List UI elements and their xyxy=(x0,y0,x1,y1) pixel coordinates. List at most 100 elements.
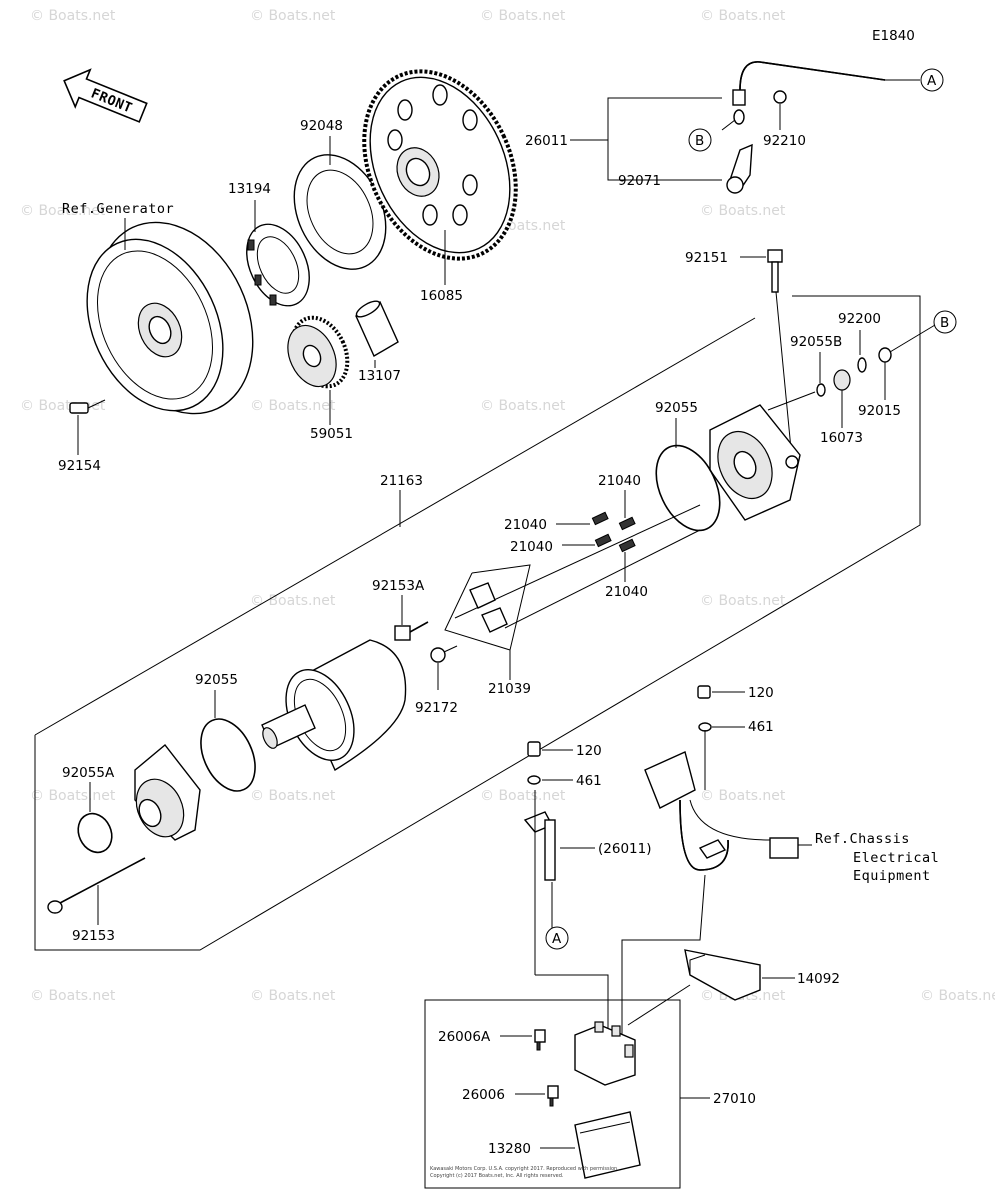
part-92071-label: 92071 xyxy=(618,173,661,189)
o-ring-92055a xyxy=(77,812,113,854)
starter-relay xyxy=(574,1021,636,1086)
watermark: © Boats.net xyxy=(30,788,116,804)
diagram-id: E1840 xyxy=(872,28,915,44)
screw-92153a xyxy=(394,621,429,641)
watermark: © Boats.net xyxy=(250,593,336,609)
o-ring-92055-top xyxy=(655,444,721,532)
part-92200-label: 92200 xyxy=(838,311,881,327)
part-26011-label: 26011 xyxy=(525,133,568,149)
nut-92015 xyxy=(878,347,892,363)
watermark: © Boats.net xyxy=(700,203,786,219)
starter-cable-lower xyxy=(523,811,556,881)
part-92153a-label: 92153A xyxy=(372,578,425,594)
part-13194-label: 13194 xyxy=(228,181,271,197)
watermark: © Boats.net xyxy=(30,988,116,1004)
one-way-clutch-13194 xyxy=(246,223,310,307)
relay-cover-14092 xyxy=(684,949,761,1001)
bolt-120-upper xyxy=(697,685,712,732)
starter-yoke-armature xyxy=(261,639,407,772)
brush-21040-set xyxy=(591,511,636,553)
part-92015-label: 92015 xyxy=(858,403,901,419)
watermark: © Boats.net xyxy=(480,398,566,414)
watermark: © Boats.net xyxy=(480,788,566,804)
relay-harness xyxy=(644,751,799,871)
fuse-26006a xyxy=(534,1029,546,1051)
part-92151-label: 92151 xyxy=(685,250,728,266)
ref-generator-label: Ref.Generator xyxy=(62,201,174,217)
part-27010-label: 27010 xyxy=(713,1091,756,1107)
part-26006a-label: 26006A xyxy=(438,1029,491,1045)
part-26011-paren-label: (26011) xyxy=(598,841,651,857)
generator-rotor xyxy=(86,221,254,415)
watermark: © Boats.net xyxy=(20,203,106,219)
bolt-120-lower xyxy=(527,741,541,785)
part-92210-label: 92210 xyxy=(763,133,806,149)
bolt-92151 xyxy=(767,249,783,293)
part-13107-label: 13107 xyxy=(358,368,401,384)
part-21040-c-label: 21040 xyxy=(510,539,553,555)
part-461-a-label: 461 xyxy=(748,719,774,735)
callout-b-label: B xyxy=(695,133,704,149)
fuse-26006 xyxy=(547,1085,559,1107)
brush-holder-21039 xyxy=(444,564,531,651)
watermark: © Boats.net xyxy=(30,8,116,24)
starter-end-cover xyxy=(709,404,801,521)
part-120-b-label: 120 xyxy=(576,743,602,759)
watermark: © Boats.net xyxy=(700,788,786,804)
watermark: © Boats.net xyxy=(700,8,786,24)
relay-assembly-box xyxy=(424,999,681,1189)
part-92055a-label: 92055A xyxy=(62,765,115,781)
part-21163-label: 21163 xyxy=(380,473,423,489)
callout-b-label: B xyxy=(940,315,949,331)
watermark: © Boats.net xyxy=(480,8,566,24)
screw-92172 xyxy=(430,645,458,663)
part-92154-label: 92154 xyxy=(58,458,101,474)
shaft-13107 xyxy=(355,300,399,357)
starter-gear-16085 xyxy=(362,69,518,261)
watermark: © Boats.net xyxy=(920,988,995,1004)
starter-front-cover xyxy=(134,743,201,841)
part-92153-label: 92153 xyxy=(72,928,115,944)
starter-cable-26011 xyxy=(726,61,886,194)
part-21040-b-label: 21040 xyxy=(504,517,547,533)
relay-boot-13280 xyxy=(574,1111,641,1179)
washer-92055b xyxy=(816,383,826,397)
callout-a-label: A xyxy=(552,931,562,947)
washer-92200 xyxy=(857,357,867,373)
part-14092-label: 14092 xyxy=(797,971,840,987)
part-16085-label: 16085 xyxy=(420,288,463,304)
part-92055b-label: 92055B xyxy=(790,334,842,350)
part-92048-label: 92048 xyxy=(300,118,343,134)
callout-a-label: A xyxy=(927,73,937,89)
part-21040-d-label: 21040 xyxy=(605,584,648,600)
screw-92154 xyxy=(69,399,106,414)
watermark: © Boats.net xyxy=(250,398,336,414)
ref-chassis-label-3: Equipment xyxy=(853,868,931,884)
part-120-a-label: 120 xyxy=(748,685,774,701)
callout-b-circle xyxy=(688,128,712,152)
watermark: © Boats.net xyxy=(250,788,336,804)
watermark: © Boats.net xyxy=(250,988,336,1004)
nut-16073 xyxy=(833,369,851,391)
copyright-line-2: Copyright (c) 2017 Boats.net, Inc. All r… xyxy=(430,1173,564,1179)
part-92055-mid-label: 92055 xyxy=(195,672,238,688)
idle-gear-59051 xyxy=(287,315,350,389)
front-label: FRONT xyxy=(89,86,135,117)
part-21039-label: 21039 xyxy=(488,681,531,697)
copyright-line-1: Kawasaki Motors Corp. U.S.A. copyright 2… xyxy=(430,1166,619,1172)
part-16073-label: 16073 xyxy=(820,430,863,446)
front-arrow-icon: FRONT xyxy=(63,68,148,123)
watermark: © Boats.net xyxy=(250,8,336,24)
watermark: © Boats.net xyxy=(700,593,786,609)
callout-a-circle xyxy=(920,68,944,92)
ref-chassis-label-1: Ref.Chassis xyxy=(815,831,910,847)
part-92055-top-label: 92055 xyxy=(655,400,698,416)
o-ring-92055-mid xyxy=(200,718,256,792)
part-92172-label: 92172 xyxy=(415,700,458,716)
ref-chassis-label-2: Electrical xyxy=(853,850,939,866)
part-21040-a-label: 21040 xyxy=(598,473,641,489)
part-59051-label: 59051 xyxy=(310,426,353,442)
part-26006-label: 26006 xyxy=(462,1087,505,1103)
part-13280-label: 13280 xyxy=(488,1141,531,1157)
